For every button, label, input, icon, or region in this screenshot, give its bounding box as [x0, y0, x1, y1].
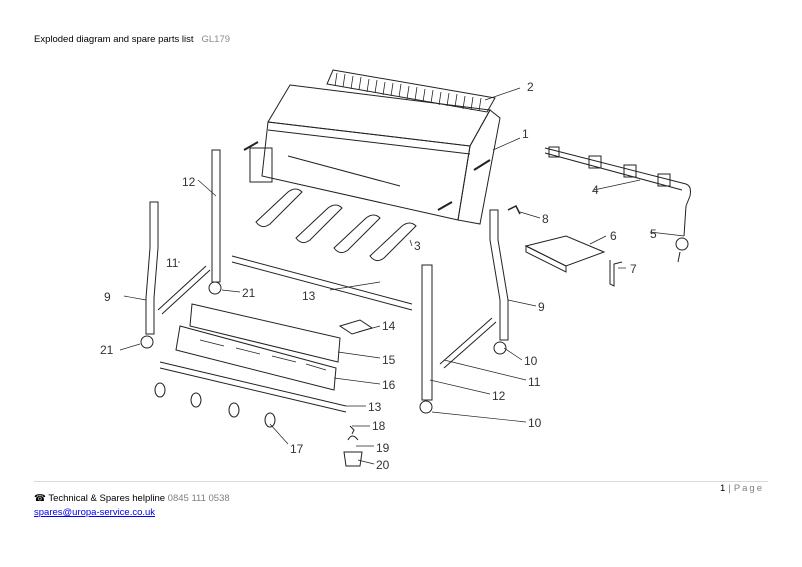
page-number-separator: |: [728, 483, 731, 494]
callout-8: 8: [542, 212, 549, 226]
page-title: Exploded diagram and spare parts list: [34, 34, 194, 45]
part-main-body: [243, 84, 501, 225]
callout-16: 16: [382, 378, 396, 392]
callout-17: 17: [290, 442, 304, 456]
callout-12-left: 12: [182, 175, 196, 189]
part-legs: [145, 149, 509, 401]
part-igniter: [507, 204, 521, 215]
part-side-shelf: [524, 235, 606, 273]
footer-divider: [34, 481, 768, 482]
callout-2: 2: [527, 80, 534, 94]
callout-20: 20: [376, 458, 390, 472]
part-fat-cup: [343, 425, 363, 467]
page-header: Exploded diagram and spare parts list GL1…: [34, 34, 230, 45]
callout-18: 18: [372, 419, 386, 433]
part-control-panel: [175, 325, 337, 391]
callout-9-right: 9: [538, 300, 545, 314]
callout-3: 3: [414, 239, 421, 253]
callout-12-right: 12: [492, 389, 506, 403]
callout-21-lower: 21: [100, 343, 114, 357]
callout-1: 1: [522, 127, 529, 141]
callout-10-lower: 10: [528, 416, 542, 430]
part-gas-manifold: [544, 146, 691, 207]
part-knobs: [154, 382, 276, 428]
helpline: ☎ Technical & Spares helpline 0845 111 0…: [34, 493, 230, 504]
callout-15: 15: [382, 353, 396, 367]
callout-10-upper: 10: [524, 354, 538, 368]
part-bracket: [609, 260, 623, 287]
email-link[interactable]: spares@uropa-service.co.uk: [34, 507, 156, 518]
helpline-label: Technical & Spares helpline: [48, 493, 166, 504]
callout-11-right: 11: [528, 375, 541, 389]
callout-7: 7: [630, 262, 637, 276]
telephone-icon: ☎: [34, 493, 46, 504]
part-front-panel: [189, 303, 341, 363]
callout-21-upper: 21: [242, 286, 256, 300]
callout-19: 19: [376, 441, 390, 455]
part-burners: [255, 188, 417, 262]
page-label: Page: [733, 483, 764, 494]
callout-13-upper: 13: [302, 289, 316, 303]
part-regulator: [675, 205, 689, 263]
callout-11-left: 11: [166, 256, 179, 270]
part-cross-bars: [157, 265, 497, 369]
leader-lines: [119, 87, 685, 465]
callout-6: 6: [610, 229, 617, 243]
model-code: GL179: [201, 34, 231, 45]
helpline-number: 0845 111 0538: [167, 493, 230, 504]
callout-4: 4: [592, 183, 599, 197]
callout-9-left: 9: [104, 290, 111, 304]
part-warming-rack: [326, 69, 496, 113]
callout-13-lower: 13: [368, 400, 382, 414]
callout-14: 14: [382, 319, 396, 333]
part-castors: [140, 281, 507, 414]
page-number: 1|Page: [720, 483, 764, 494]
callout-5: 5: [650, 227, 657, 241]
page-number-value: 1: [720, 483, 726, 494]
part-long-bars: [159, 255, 413, 413]
